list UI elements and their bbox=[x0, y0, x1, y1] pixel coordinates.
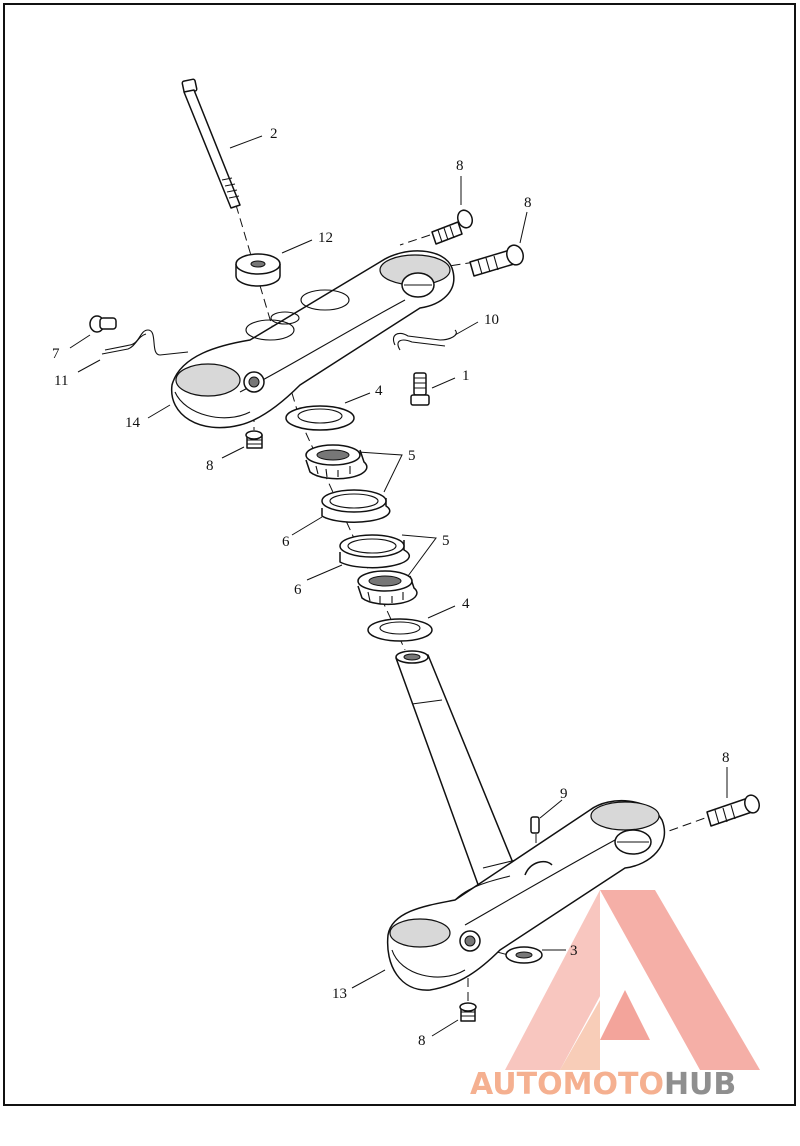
callout-7: 7 bbox=[52, 346, 60, 362]
callout-3: 3 bbox=[570, 943, 578, 959]
socket-bolt-lower-left bbox=[459, 1002, 477, 1022]
callout-2: 2 bbox=[270, 126, 278, 142]
callout-6b: 6 bbox=[294, 582, 302, 598]
callout-14: 14 bbox=[125, 415, 141, 431]
callout-8a: 8 bbox=[456, 158, 464, 174]
dust-shield-lower bbox=[367, 618, 433, 642]
bearing-race-upper bbox=[321, 489, 391, 523]
callout-5a: 5 bbox=[408, 448, 416, 464]
socket-bolt-lower-right bbox=[706, 794, 760, 827]
callout-8d: 8 bbox=[722, 750, 730, 766]
callout-11: 11 bbox=[54, 373, 68, 389]
callout-4a: 4 bbox=[375, 383, 383, 399]
watermark-text-hub: HUB bbox=[664, 1067, 736, 1102]
wire-clip-right bbox=[392, 329, 457, 351]
tapered-bearing-lower bbox=[357, 570, 418, 606]
callout-9: 9 bbox=[560, 786, 568, 802]
stop-pin bbox=[89, 315, 117, 333]
roll-pin bbox=[530, 816, 540, 834]
callout-4b: 4 bbox=[462, 596, 470, 612]
tapered-bearing-upper bbox=[305, 444, 368, 480]
callout-1: 1 bbox=[462, 368, 470, 384]
callout-8b: 8 bbox=[524, 195, 532, 211]
lock-washer bbox=[505, 946, 543, 964]
diagram-frame bbox=[3, 3, 796, 1106]
socket-bolt-upper-a bbox=[431, 209, 474, 245]
watermark-text-automoto: AUTOMOTO bbox=[470, 1067, 664, 1102]
callout-8e: 8 bbox=[418, 1033, 426, 1049]
long-bolt bbox=[181, 78, 241, 209]
socket-bolt-upper-b bbox=[469, 244, 524, 277]
watermark-logo bbox=[505, 890, 760, 1070]
bearing-race-lower bbox=[339, 534, 411, 569]
wire-clip-left bbox=[101, 329, 189, 356]
dust-shield-upper bbox=[285, 405, 355, 431]
callout-5b: 5 bbox=[442, 533, 450, 549]
socket-bolt-upper-left bbox=[245, 430, 263, 449]
watermark-text: AUTOMOTOHUB bbox=[470, 1067, 736, 1102]
lower-fork-bracket bbox=[386, 799, 666, 991]
callout-8c: 8 bbox=[206, 458, 214, 474]
steering-stem bbox=[395, 650, 521, 891]
bolt-axis-line-upper-right-b bbox=[399, 234, 431, 246]
upper-fork-bracket bbox=[171, 250, 455, 429]
spacer-bushing bbox=[235, 253, 281, 287]
hex-bolt-1 bbox=[410, 372, 430, 406]
callout-6a: 6 bbox=[282, 534, 290, 550]
callout-13: 13 bbox=[332, 986, 347, 1002]
callout-10: 10 bbox=[484, 312, 499, 328]
callout-12: 12 bbox=[318, 230, 333, 246]
